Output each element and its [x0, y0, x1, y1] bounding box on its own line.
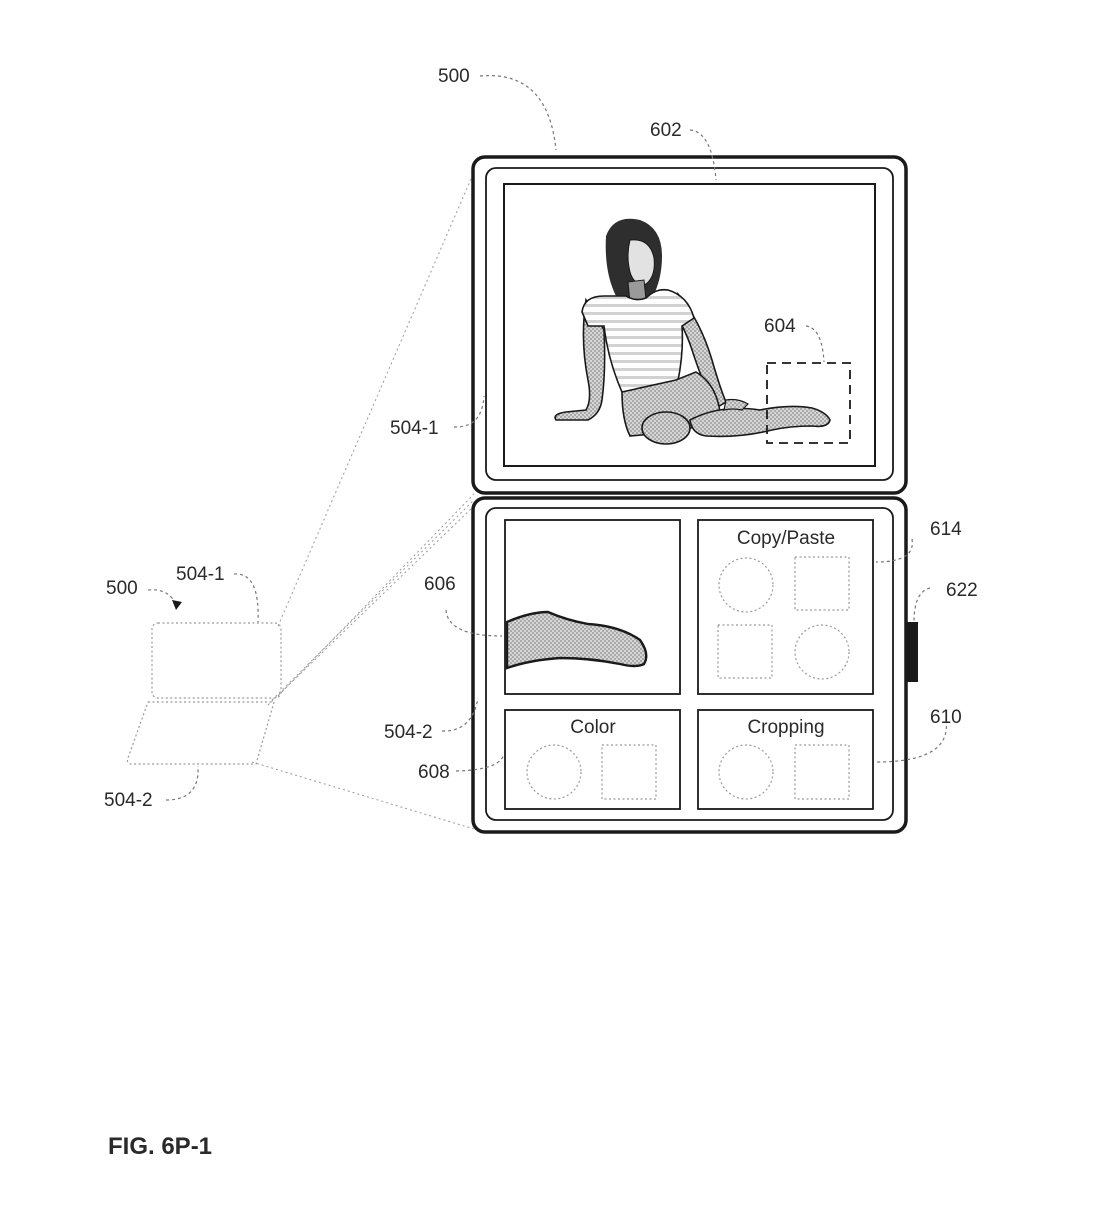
selection-region-604 [766, 362, 851, 444]
copy-paste-panel[interactable]: Copy/Paste [697, 519, 874, 695]
circle-shape-icon [718, 557, 774, 613]
color-title: Color [570, 717, 616, 738]
small-device [126, 622, 282, 765]
projection-lines [251, 171, 475, 830]
label-610: 610 [930, 707, 962, 728]
square-shape-icon [794, 556, 850, 611]
label-602: 602 [650, 120, 682, 141]
bottom-display [471, 496, 908, 834]
circle-shape-icon [794, 624, 850, 680]
label-500-small: 500 [106, 578, 138, 599]
label-606: 606 [424, 574, 456, 595]
circle-shape-icon [718, 744, 774, 800]
label-622: 622 [946, 580, 978, 601]
label-608: 608 [418, 762, 450, 783]
square-shape-icon [794, 744, 850, 800]
top-display [471, 155, 908, 495]
figure-caption: FIG. 6P-1 [108, 1133, 212, 1160]
label-604: 604 [764, 316, 796, 337]
label-504-1-small: 504-1 [176, 564, 225, 585]
cropping-title: Cropping [747, 717, 824, 738]
color-panel[interactable]: Color [504, 709, 681, 810]
label-504-2: 504-2 [384, 722, 433, 743]
label-500-top: 500 [438, 66, 470, 87]
arrow-icon [172, 600, 182, 610]
circle-shape-icon [526, 744, 582, 800]
woman-photo [554, 218, 831, 445]
label-614: 614 [930, 519, 962, 540]
side-button-622[interactable] [907, 622, 918, 682]
label-504-2-small: 504-2 [104, 790, 153, 811]
square-shape-icon [717, 624, 773, 679]
reference-numerals: 500 602 604 504-1 500 504-1 504-2 606 61… [104, 66, 978, 811]
copy-paste-title: Copy/Paste [737, 528, 835, 549]
label-504-1: 504-1 [390, 418, 439, 439]
leader-lines [147, 74, 948, 801]
cropping-panel[interactable]: Cropping [697, 709, 874, 810]
square-shape-icon [601, 744, 657, 800]
extracted-image-panel [504, 519, 681, 695]
